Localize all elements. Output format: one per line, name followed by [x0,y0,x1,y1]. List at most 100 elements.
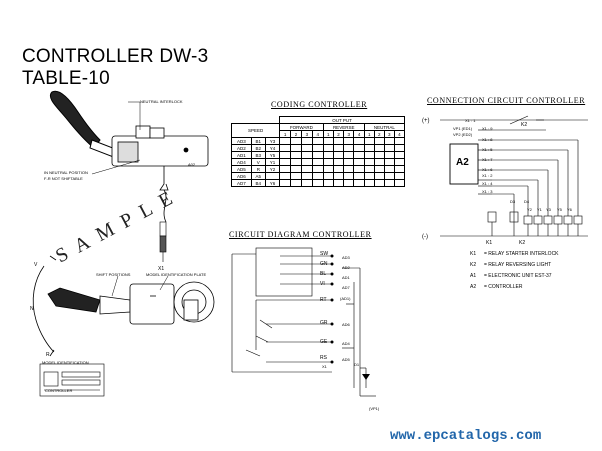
k1-label: K1 [486,240,493,246]
neutral-position-label: IN NEUTRAL POSITION [44,170,88,175]
page-title: CONTROLLER DW-3 [22,46,209,67]
coding-cell: A5 [250,172,266,180]
coding-cell [353,144,365,152]
coding-cell: Y2 [264,165,281,173]
wire-color-label: GN [320,261,328,267]
coding-cell [353,158,365,166]
coding-cell [353,165,365,173]
step-number: 2 [332,130,345,138]
coding-cell [264,172,281,180]
plus-rail-label: (+) [422,118,430,124]
coding-cell [290,179,302,187]
k2-top-label: K2 [521,122,528,128]
coding-cell [393,151,406,159]
coding-cell [311,137,324,145]
controller-drawing [32,90,215,397]
circuit-x1-label: X1 [322,364,327,369]
coding-cell: AD7 [231,179,252,187]
step-number: 3 [300,130,313,138]
direction-n-label: N [30,306,34,312]
coding-cell [322,144,334,152]
a2-block-label: A2 [456,157,469,168]
coding-cell [300,172,313,180]
coding-cell: AD6 [231,172,252,180]
coding-cell: B2 [250,144,266,152]
model-identification-label: MODEL IDENTIFICATION [42,360,89,365]
coding-cell: R [250,165,266,173]
ad-terminal-label: AD7 [342,285,350,290]
coding-cell: B1 [250,137,266,145]
neutral-interlock-label: NEUTRAL INTERLOCK [140,99,183,104]
coding-cell [290,172,302,180]
vp1-label: VP1 (ED1) [453,126,473,131]
coding-cell [383,179,395,187]
coding-cell [311,179,324,187]
model-id-plate [39,363,105,397]
plate-controller-label: CONTROLLER [45,388,73,393]
coding-cell [322,137,334,145]
coding-cell [279,179,292,187]
coding-cell: AD5 [231,165,252,173]
solenoid-label: Y3 [546,207,551,212]
solenoid-label: Y2 [527,207,532,212]
wire-color-label: BL [320,271,327,277]
coding-cell [311,165,324,173]
coding-cell: Y6 [264,179,281,187]
coding-cell [383,137,395,145]
coding-cell [393,137,406,145]
coding-cell [383,151,395,159]
coding-cell [300,144,313,152]
legend-key: A1 [470,273,477,279]
coding-cell: AD1 [231,151,252,159]
coding-cell [353,137,365,145]
coding-cell [332,158,345,166]
pin-label: X1 : 9 [482,126,493,131]
coding-cell [279,158,292,166]
circuit-vp1-label: (VP1) [369,406,380,411]
coding-cell [311,158,324,166]
lever-perspective [32,255,215,357]
wire-color-label: SW [320,251,329,257]
coding-cell [343,144,355,152]
coding-cell [373,144,385,152]
coding-cell [300,158,313,166]
forward-header: FORWARD [279,123,324,131]
coding-cell [300,137,313,145]
solenoid-label: Y5 [557,207,562,212]
circuit-adt-label: (AD1) [340,296,351,301]
legend-text: = ELECTRONIC UNIT EST-37 [484,273,552,279]
coding-cell: B3 [250,151,266,159]
legend-key: A2 [470,284,477,290]
ad-terminal-label: AD6 [342,322,350,327]
legend-key: K1 [470,251,477,257]
coding-controller-title: CODING CONTROLLER [271,100,368,109]
speed-header: SPEED [230,123,281,138]
step-number: 2 [290,130,302,138]
step-number: 4 [311,130,324,138]
wire-color-label: RT [320,297,327,303]
coding-cell [279,137,292,145]
wire-color-label: GR [320,320,328,326]
diode-label: D3 [510,199,516,204]
coding-cell [311,144,324,152]
coding-cell [353,179,365,187]
diode-label: D4 [524,199,530,204]
ad-terminal-label: AD1 [342,275,350,280]
ad-terminal-label: AD2 [342,265,350,270]
direction-r-label: R [46,352,50,358]
coding-cell [343,172,355,180]
coding-cell [279,165,292,173]
coding-cell [322,165,334,173]
coding-cell: V [250,158,266,166]
pin-label: X1 : 7 [482,157,493,162]
lever-handle [50,90,119,159]
solenoid-label: Y1 [537,207,542,212]
ad-terminal-label: AD3 [342,255,350,260]
coding-cell [393,172,406,180]
coding-cell [373,179,385,187]
reverse-header: REVERSE [322,123,365,131]
coding-cell [322,179,334,187]
